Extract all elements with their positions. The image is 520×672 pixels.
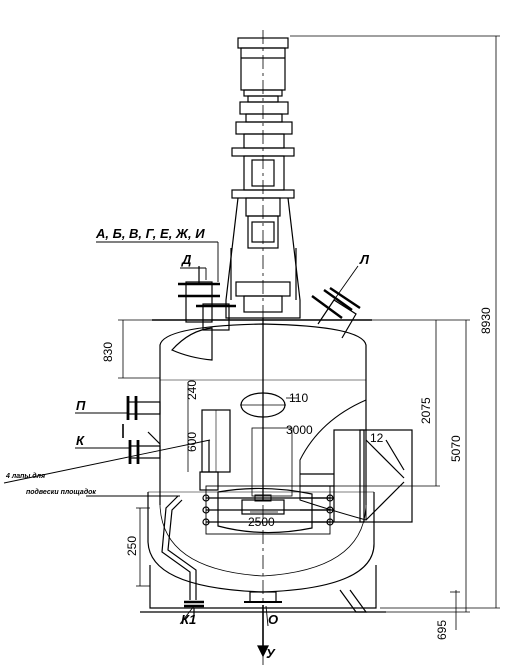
note-legs-line2: подвески площадок (26, 488, 96, 496)
heating-jacket (147, 491, 375, 593)
manhole (240, 392, 286, 418)
label-p: П (76, 398, 86, 413)
dim-830: 830 (101, 342, 115, 362)
inner-baffle-outline (251, 427, 293, 497)
dim-695: 695 (435, 620, 449, 640)
dim-2500: 2500 (248, 515, 275, 529)
dim-2075: 2075 (419, 397, 433, 424)
label-d: Д (181, 252, 192, 267)
bottom-outlet (244, 591, 282, 658)
label-l: Л (359, 252, 370, 267)
top-head-hatch (171, 327, 213, 361)
label-k: К (76, 433, 85, 448)
thermowell (199, 440, 219, 491)
dim-5070: 5070 (449, 435, 463, 462)
nozzle-p (122, 396, 161, 438)
agitator (241, 318, 285, 515)
nozzle-k1 (161, 495, 204, 616)
vessel-body (152, 319, 372, 505)
dim-110: 110 (289, 391, 308, 405)
label-group-top: А, Б, В, Г, Е, Ж, И (95, 226, 205, 241)
leader-lines (3, 241, 359, 627)
nozzle-right (196, 303, 236, 331)
section-cutaway (299, 399, 413, 523)
dim-8930: 8930 (479, 307, 493, 334)
dim-240: 240 (185, 380, 199, 400)
note-legs-line1: 4 лапы для (5, 472, 45, 480)
dimension-lines (118, 35, 500, 630)
label-u: У (266, 646, 276, 661)
drive-motor (231, 37, 295, 217)
dim-3000: 3000 (286, 423, 313, 437)
nozzle-d (178, 266, 220, 323)
dim-250: 250 (125, 536, 139, 556)
nozzle-l (311, 287, 361, 339)
nozzle-k (128, 431, 161, 464)
label-o: О (268, 612, 278, 627)
dim-12: 12 (370, 431, 384, 445)
label-k1: К1 (181, 612, 196, 627)
dim-600: 600 (185, 432, 199, 452)
